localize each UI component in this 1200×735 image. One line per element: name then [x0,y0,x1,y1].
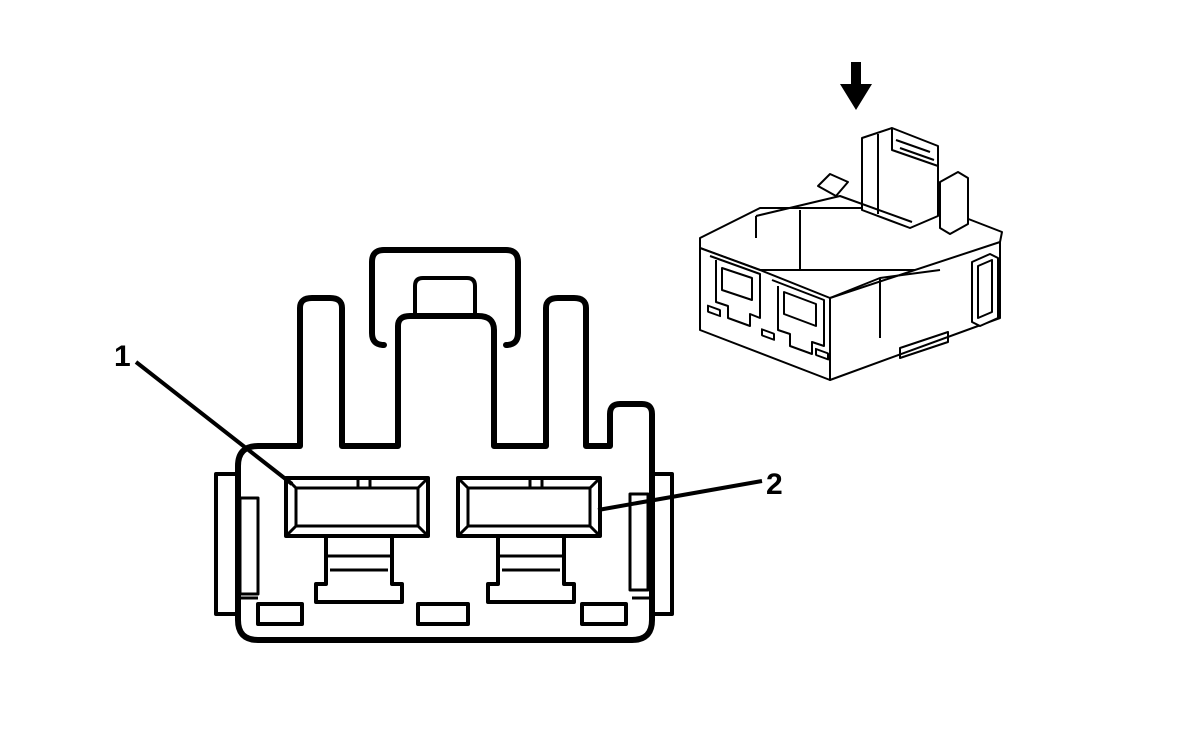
iso-slot-3 [815,347,829,361]
latch-tab [413,276,477,316]
iso-right-face [829,241,1001,381]
down-arrow-icon [840,62,872,110]
right-side-slot [628,492,650,592]
bottom-slot-left [256,602,304,626]
iso-latch [861,127,939,229]
callout-label-2: 2 [766,468,783,501]
bottom-slot-right [580,602,628,626]
callout-2: 2 [597,468,783,512]
iso-ramp [817,173,849,197]
right-side-rail [652,472,674,616]
connector-isometric-view [699,62,1003,381]
left-side-slot [238,496,260,596]
callout-1: 1 [114,340,294,486]
terminal-cavity-1 [284,476,430,604]
iso-cavity-2 [771,279,825,355]
iso-top-rail [755,195,913,270]
iso-side-post [939,171,969,235]
leader-line-2 [597,479,763,512]
connector-body-outline [235,295,655,643]
bottom-slot-center [416,602,470,626]
iso-slot-1 [707,304,721,318]
iso-slot-2 [761,328,775,341]
connector-latch [369,247,521,348]
left-side-rail [214,472,238,616]
callout-label-1: 1 [114,340,131,373]
leader-line-1 [134,360,294,486]
connector-front-view [214,247,674,643]
terminal-cavity-2 [456,476,602,604]
iso-cavity-1 [709,255,761,327]
